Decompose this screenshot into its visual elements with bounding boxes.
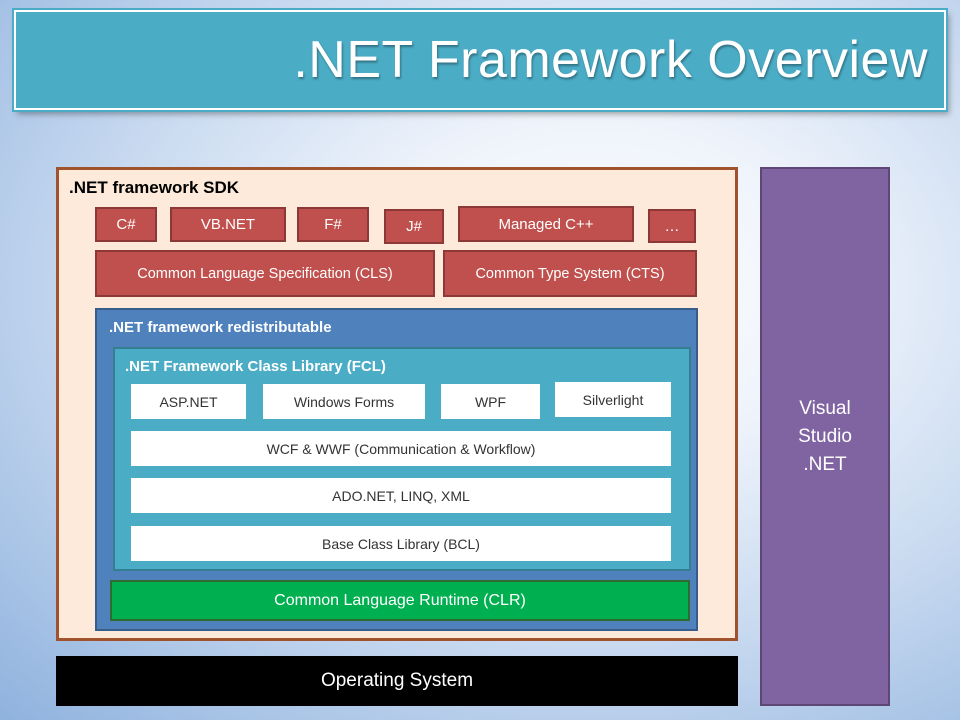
lang-csharp: C# bbox=[95, 207, 157, 242]
cls-box: Common Language Specification (CLS) bbox=[95, 250, 435, 297]
cts-box: Common Type System (CTS) bbox=[443, 250, 697, 297]
silverlight-box: Silverlight bbox=[555, 382, 671, 417]
visual-studio-label: Visual Studio .NET bbox=[798, 398, 852, 475]
title-banner: .NET Framework Overview bbox=[14, 10, 946, 110]
wpf-box: WPF bbox=[441, 384, 540, 419]
fcl-title: .NET Framework Class Library (FCL) bbox=[125, 358, 386, 375]
clr-box: Common Language Runtime (CLR) bbox=[110, 580, 690, 621]
aspnet-box: ASP.NET bbox=[131, 384, 246, 419]
sdk-title: .NET framework SDK bbox=[69, 178, 240, 197]
lang-vbnet: VB.NET bbox=[170, 207, 286, 242]
bcl-box: Base Class Library (BCL) bbox=[131, 526, 671, 561]
operating-system-box: Operating System bbox=[56, 656, 738, 706]
ado-linq-xml-box: ADO.NET, LINQ, XML bbox=[131, 478, 671, 513]
visual-studio-box: Visual Studio .NET bbox=[760, 167, 890, 706]
page-title: .NET Framework Overview bbox=[293, 31, 928, 89]
lang-fsharp: F# bbox=[297, 207, 369, 242]
redistributable-title: .NET framework redistributable bbox=[109, 319, 332, 336]
lang-jsharp: J# bbox=[384, 209, 444, 244]
windows-forms-box: Windows Forms bbox=[263, 384, 425, 419]
lang-managed-cpp: Managed C++ bbox=[458, 206, 634, 242]
lang-more: … bbox=[648, 209, 696, 243]
wcf-wwf-box: WCF & WWF (Communication & Workflow) bbox=[131, 431, 671, 466]
